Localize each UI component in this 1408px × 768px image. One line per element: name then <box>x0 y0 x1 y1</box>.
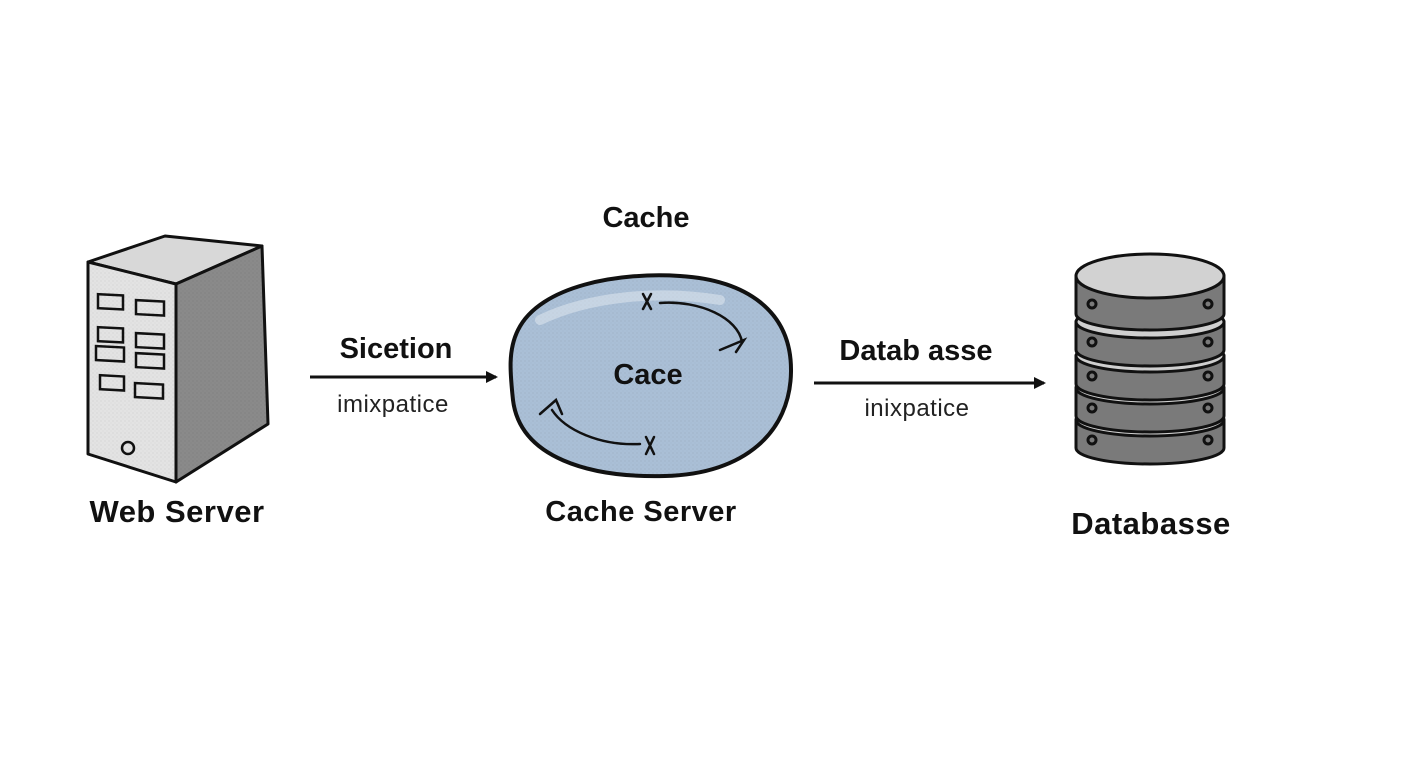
database-stack-icon <box>1074 252 1226 466</box>
edge-2-sublabel: inixpatice <box>864 395 970 422</box>
cycle-arrows-icon <box>538 292 748 456</box>
cache-inner-label: Cace <box>613 359 683 391</box>
server-drive-bays <box>94 292 166 400</box>
server-tower-icon <box>86 234 270 484</box>
edge-2-label: Datab asse <box>839 335 993 367</box>
cache-blob-icon <box>508 273 794 479</box>
cache-server-label: Cache Server <box>545 496 737 528</box>
edge-1-sublabel: imixpatice <box>337 391 449 418</box>
server-power-button <box>120 440 136 456</box>
edge-1-label: Sicetion <box>339 333 453 365</box>
db-disc-1 <box>1074 252 1226 332</box>
database-label: Databasse <box>1071 506 1231 541</box>
cache-top-label: Cache <box>602 202 690 234</box>
web-server-label: Web Server <box>89 494 265 529</box>
